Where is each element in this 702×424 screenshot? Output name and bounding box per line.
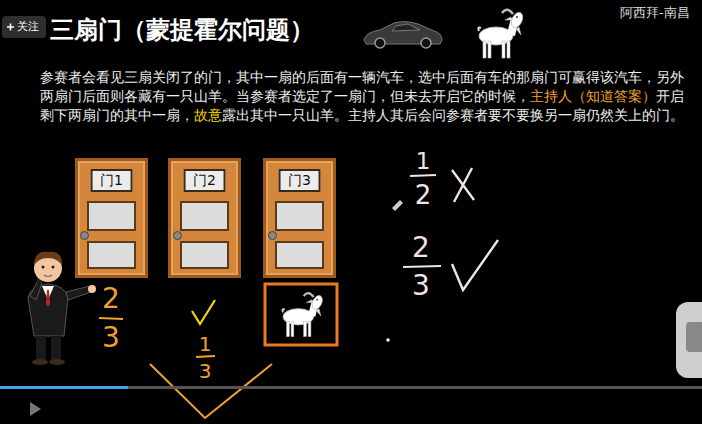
door-panel <box>275 201 324 231</box>
door: 门2 <box>168 158 241 278</box>
fraction-digit: 1 <box>199 333 212 355</box>
paragraph-text: 故意 <box>194 107 222 123</box>
fraction-digit: 3 <box>412 271 430 302</box>
fraction-digit: 1 <box>416 149 431 174</box>
door-panel <box>87 241 136 269</box>
fraction-digit: 2 <box>102 284 120 315</box>
door: 门3 <box>263 158 336 278</box>
paragraph-text: 主持人（知道答案） <box>530 88 656 104</box>
fraction-digit: 2 <box>415 181 432 210</box>
door-knob <box>80 231 89 240</box>
slide-title: 三扇门（蒙提霍尔问题） <box>50 17 314 43</box>
follow-button-text: 关注 <box>17 21 39 33</box>
door-number: 门2 <box>183 169 226 192</box>
channel-watermark: 阿西拜-南昌 <box>620 6 690 20</box>
description-paragraph: 参赛者会看见三扇关闭了的门，其中一扇的后面有一辆汽车，选中后面有车的那扇门可赢得… <box>40 68 692 125</box>
fraction-digit: 3 <box>199 360 212 382</box>
paragraph-text: 露出其中一只山羊。主持人其后会问参赛者要不要换另一扇仍然关上的门。 <box>222 107 684 123</box>
door-number: 门3 <box>278 169 321 192</box>
fraction-digit: 3 <box>102 323 120 354</box>
door-knob <box>173 231 182 240</box>
door: 门1 <box>75 158 148 278</box>
door-knob <box>268 231 277 240</box>
door-panel <box>87 201 136 231</box>
door-panel <box>275 241 324 269</box>
door-number: 门1 <box>90 169 133 192</box>
fraction-digit: 2 <box>412 233 430 264</box>
door-panel <box>180 201 229 231</box>
door-panel <box>180 241 229 269</box>
